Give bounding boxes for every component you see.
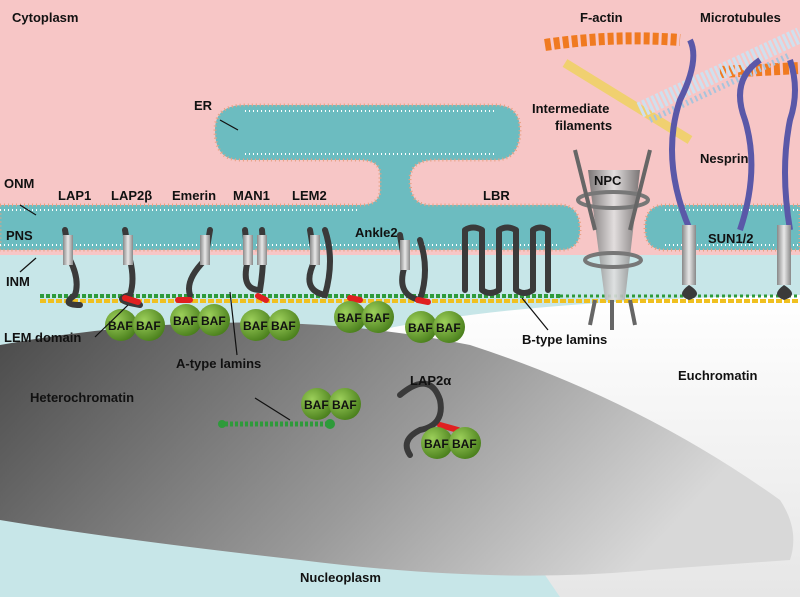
- baf-label: BAF: [173, 314, 198, 328]
- baf-dimer-4: BAF BAF: [334, 301, 394, 333]
- nucleoplasm-label: Nucleoplasm: [300, 570, 381, 585]
- microtubules-label: Microtubules: [700, 10, 781, 25]
- onm-label: ONM: [4, 176, 34, 191]
- lap2a-label: LAP2α: [410, 373, 451, 388]
- baf-dimer-2: BAF BAF: [170, 304, 230, 336]
- er-label: ER: [194, 98, 213, 113]
- lap2a-protein: [397, 380, 444, 458]
- ankle2-label: Ankle2: [355, 225, 398, 240]
- baf-label: BAF: [332, 398, 357, 412]
- baf-dimer-6: BAF BAF: [301, 388, 361, 420]
- npc: [573, 149, 652, 330]
- intermediate-filament: [562, 59, 693, 144]
- baf-label: BAF: [304, 398, 329, 412]
- pns-label: PNS: [6, 228, 33, 243]
- baf-label: BAF: [271, 319, 296, 333]
- baf-label: BAF: [408, 321, 433, 335]
- lbr-protein: [462, 224, 551, 296]
- nesprin-strands: [669, 38, 798, 232]
- lap2b-protein: [119, 227, 143, 308]
- heterochromatin-region: [0, 322, 794, 576]
- factin-label: F-actin: [580, 10, 623, 25]
- baf-dimers: BAF BAF BAF BAF BAF BAF BAF BAF BAF BAF …: [105, 301, 481, 459]
- lap2b-label: LAP2β: [111, 188, 152, 203]
- sun-label: SUN1/2: [708, 231, 754, 246]
- baf-dimer-7: BAF BAF: [421, 427, 481, 459]
- baf-label: BAF: [424, 437, 449, 451]
- baf-label: BAF: [337, 311, 362, 325]
- baf-label: BAF: [108, 319, 133, 333]
- lbr-label: LBR: [483, 188, 510, 203]
- baf-label: BAF: [452, 437, 477, 451]
- baf-label: BAF: [201, 314, 226, 328]
- free-a-type-lamin: [218, 419, 335, 429]
- lem2-label: LEM2: [292, 188, 327, 203]
- leader-lines: [19, 119, 549, 421]
- inm-label: INM: [6, 274, 30, 289]
- lem-domain-label: LEM domain: [4, 330, 81, 345]
- baf-label: BAF: [136, 319, 161, 333]
- baf-dimer-5: BAF BAF: [405, 311, 465, 343]
- microtubules: [636, 27, 800, 123]
- b-type-lamins-label: B-type lamins: [522, 332, 607, 347]
- baf-label: BAF: [365, 311, 390, 325]
- emerin-label: Emerin: [172, 188, 216, 203]
- if-label-line2: filaments: [555, 118, 612, 133]
- lap1-protein: [62, 227, 83, 308]
- heterochromatin-label: Heterochromatin: [30, 390, 134, 405]
- lap1-label: LAP1: [58, 188, 91, 203]
- lem2-protein: [306, 227, 333, 299]
- tm-segments: [63, 235, 410, 270]
- man1-label: MAN1: [233, 188, 270, 203]
- a-type-lamins-label: A-type lamins: [176, 356, 261, 371]
- if-label-line1: Intermediate: [532, 101, 609, 116]
- cytoplasm-label: Cytoplasm: [12, 10, 78, 25]
- baf-dimer-1: BAF BAF: [105, 309, 165, 341]
- baf-label: BAF: [436, 321, 461, 335]
- npc-label: NPC: [594, 173, 622, 188]
- baf-dimer-3: BAF BAF: [240, 309, 300, 341]
- sun-proteins: [682, 225, 792, 300]
- euchromatin-label: Euchromatin: [678, 368, 758, 383]
- lem-domains: [122, 293, 461, 433]
- nesprin-label: Nesprin: [700, 151, 748, 166]
- baf-label: BAF: [243, 319, 268, 333]
